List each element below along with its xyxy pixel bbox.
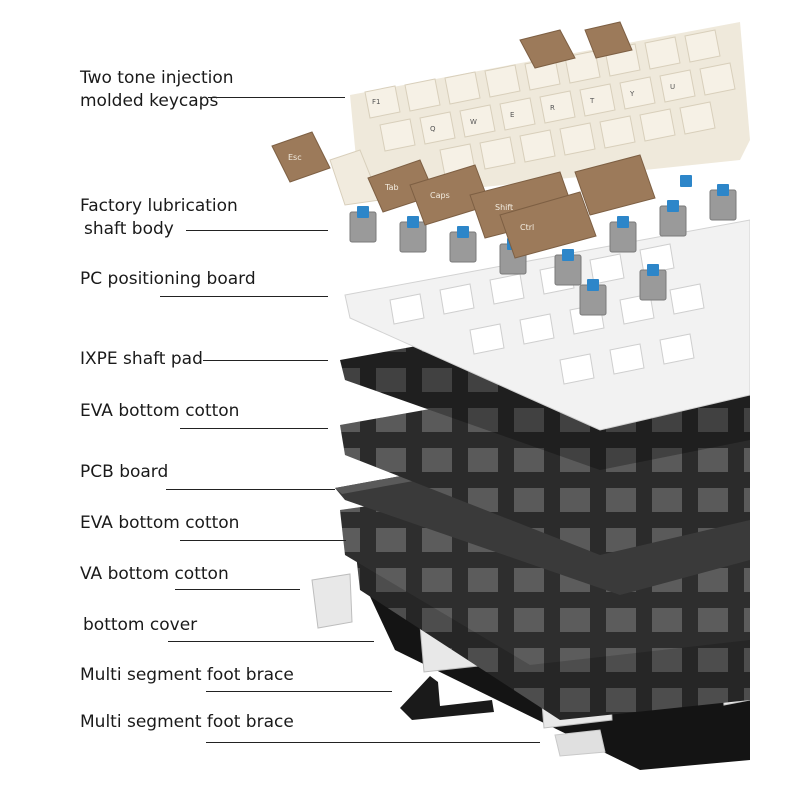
label-switches-line-2: shaft body bbox=[84, 219, 174, 239]
label-switches: Factory lubrication shaft body bbox=[80, 195, 238, 241]
label-keycaps-line-1: Two tone injection bbox=[80, 68, 234, 88]
keycap-caps-legend: Caps bbox=[430, 191, 450, 200]
leader-pc-board bbox=[160, 296, 328, 297]
keycap-ctrl-legend: Ctrl bbox=[520, 223, 534, 232]
leader-foot-brace-2 bbox=[206, 742, 540, 743]
keycap-row-legend-2: E bbox=[510, 111, 514, 119]
label-switches-line-1: Factory lubrication bbox=[80, 196, 238, 216]
label-foot-brace-1: Multi segment foot brace bbox=[80, 665, 294, 685]
keycap-shift-legend: Shift bbox=[495, 203, 513, 212]
foot-brace-1 bbox=[311, 573, 353, 629]
keycap-f1-legend: F1 bbox=[372, 98, 380, 106]
keycap-row-legend-3: R bbox=[550, 104, 555, 112]
leader-foot-brace-1 bbox=[206, 691, 392, 692]
label-keycaps-line-2: molded keycaps bbox=[80, 91, 219, 111]
leader-bottom-cover bbox=[168, 641, 374, 642]
label-foot-brace-2: Multi segment foot brace bbox=[80, 712, 294, 732]
label-pcb: PCB board bbox=[80, 462, 169, 482]
label-pc-board: PC positioning board bbox=[80, 269, 256, 289]
label-eva-2: EVA bottom cotton bbox=[80, 513, 240, 533]
label-va: VA bottom cotton bbox=[80, 564, 229, 584]
keycap-esc-legend: Esc bbox=[288, 153, 302, 162]
leader-va bbox=[175, 589, 300, 590]
leader-eva-2 bbox=[180, 540, 346, 541]
label-ixpe-pad: IXPE shaft pad bbox=[80, 349, 203, 369]
label-bottom-cover: bottom cover bbox=[83, 615, 198, 635]
leader-pcb bbox=[166, 489, 335, 490]
label-keycaps: Two tone injection molded keycaps bbox=[80, 67, 234, 113]
foot-stand bbox=[400, 676, 494, 720]
leader-eva-1 bbox=[180, 428, 328, 429]
keycap-row-legend-5: Y bbox=[629, 90, 635, 98]
keycap-row-legend-0: Q bbox=[430, 125, 436, 133]
leader-switches bbox=[186, 230, 328, 231]
label-eva-1: EVA bottom cotton bbox=[80, 401, 240, 421]
keycap-tab-legend: Tab bbox=[384, 183, 399, 192]
keycap-row-legend-6: U bbox=[670, 83, 675, 91]
leader-ixpe-pad bbox=[203, 360, 328, 361]
leader-keycaps bbox=[208, 97, 345, 98]
keycap-row-legend-4: T bbox=[589, 97, 595, 105]
keycap-esc bbox=[271, 131, 331, 183]
keycap-ctrl bbox=[499, 191, 597, 259]
keycap-row-legend-1: W bbox=[470, 118, 477, 126]
